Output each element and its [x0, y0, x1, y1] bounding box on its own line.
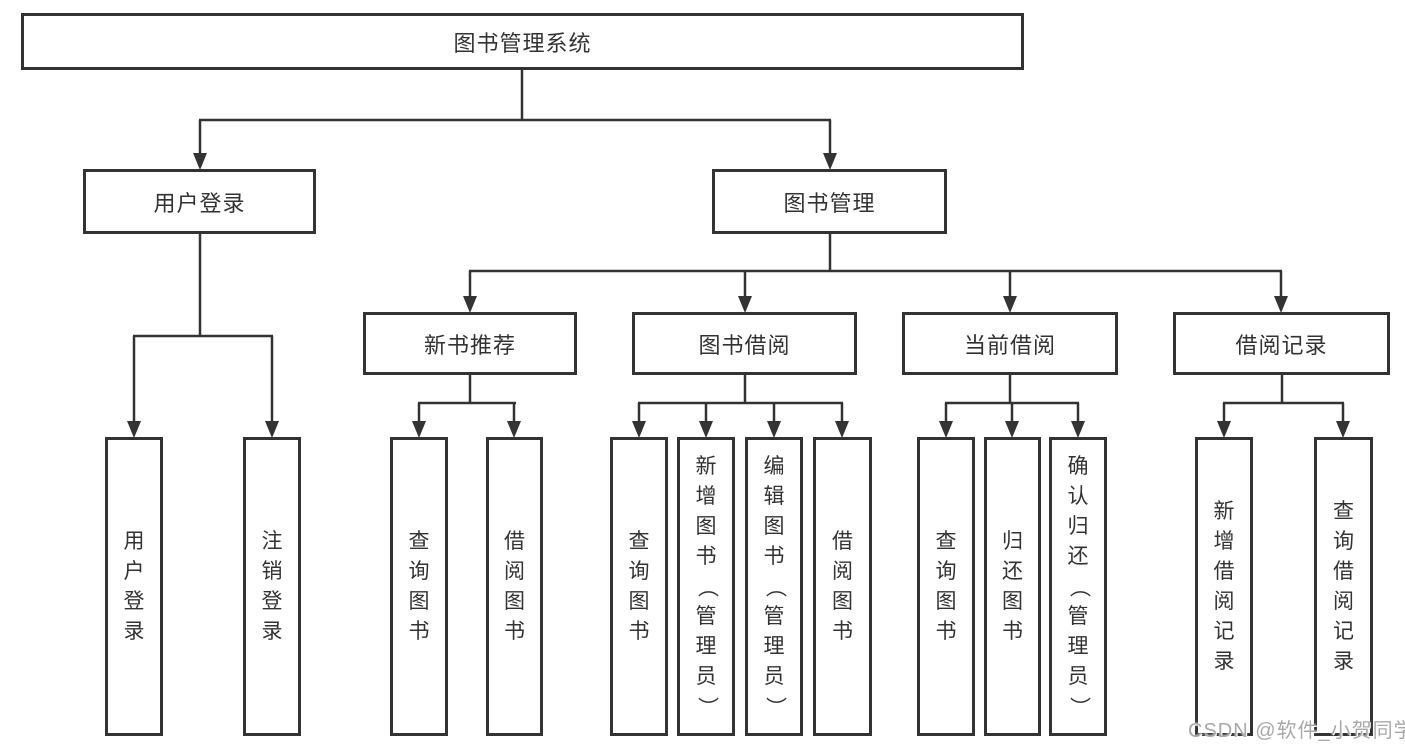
leaf-query-books-1-label: 查询图书: [408, 529, 430, 643]
leaf-return-books: 归还图书: [984, 437, 1041, 736]
node-root: 图书管理系统: [21, 13, 1024, 70]
leaf-query-books-3-label: 查询图书: [935, 529, 957, 643]
leaf-add-borrow-record-label: 新增借阅记录: [1213, 499, 1235, 673]
node-user-login: 用户登录: [83, 169, 316, 234]
node-borrow-records: 借阅记录: [1173, 312, 1390, 375]
leaf-query-books-1: 查询图书: [390, 437, 448, 736]
leaf-add-books-admin-label: 新增图书（管理员）: [695, 454, 718, 718]
node-new-book-recommend-label: 新书推荐: [423, 332, 516, 358]
leaf-query-books-3: 查询图书: [917, 437, 975, 736]
leaf-query-books-2-label: 查询图书: [628, 529, 650, 643]
node-current-borrow: 当前借阅: [902, 312, 1118, 375]
leaf-query-books-2: 查询图书: [610, 437, 668, 736]
leaf-confirm-return-admin: 确认归还（管理员）: [1049, 437, 1107, 736]
leaf-edit-books-admin: 编辑图书（管理员）: [745, 437, 803, 736]
leaf-add-books-admin: 新增图书（管理员）: [677, 437, 735, 736]
node-new-book-recommend: 新书推荐: [363, 312, 577, 375]
node-user-login-label: 用户登录: [153, 190, 246, 216]
leaf-query-borrow-record-label: 查询借阅记录: [1333, 499, 1354, 673]
node-book-management: 图书管理: [712, 169, 947, 234]
leaf-borrow-books-2: 借阅图书: [813, 437, 872, 736]
leaf-logout-label: 注销登录: [261, 529, 283, 643]
watermark: CSDN @软件_小贺同学: [1188, 720, 1405, 742]
leaf-query-borrow-record: 查询借阅记录: [1314, 437, 1373, 736]
leaf-borrow-books-2-label: 借阅图书: [832, 529, 853, 643]
leaf-logout: 注销登录: [243, 437, 301, 736]
node-borrow-records-label: 借阅记录: [1235, 332, 1328, 358]
leaf-return-books-label: 归还图书: [1002, 529, 1023, 643]
node-book-management-label: 图书管理: [783, 190, 876, 216]
leaf-user-login: 用户登录: [105, 437, 163, 736]
leaf-edit-books-admin-label: 编辑图书（管理员）: [763, 454, 786, 718]
node-root-label: 图书管理系统: [453, 30, 592, 56]
leaf-user-login-label: 用户登录: [123, 529, 145, 643]
node-book-borrow: 图书借阅: [632, 312, 857, 375]
leaf-confirm-return-admin-label: 确认归还（管理员）: [1067, 454, 1090, 718]
node-book-borrow-label: 图书借阅: [698, 332, 791, 358]
leaf-add-borrow-record: 新增借阅记录: [1195, 437, 1253, 736]
leaf-borrow-books-1-label: 借阅图书: [504, 529, 525, 643]
leaf-borrow-books-1: 借阅图书: [486, 437, 543, 736]
node-current-borrow-label: 当前借阅: [963, 332, 1056, 358]
